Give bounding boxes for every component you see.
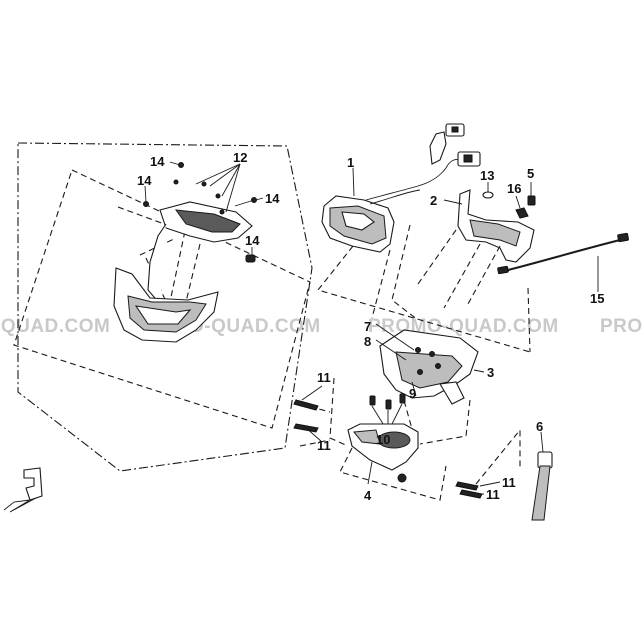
callout-3: 3 (487, 365, 494, 380)
callout-14-top: 14 (150, 154, 165, 169)
callout-4: 4 (364, 488, 372, 503)
callout-13: 13 (480, 168, 494, 183)
callout-11-right-lower: 11 (486, 487, 500, 502)
cover-bracket-part (443, 189, 535, 263)
callout-labels: 1 2 3 4 5 6 7 8 9 10 11 11 11 11 12 13 1… (137, 150, 604, 503)
watermark-segment: PROMO-QUAD.COM (368, 316, 559, 337)
callout-16: 16 (507, 181, 521, 196)
bolt-group-10 (369, 381, 417, 433)
callout-8: 8 (364, 334, 371, 349)
callout-1: 1 (347, 155, 354, 170)
watermark-segment: -QUAD.COM (0, 316, 110, 337)
small-hardware-right (482, 182, 536, 219)
front-direction-arrow-icon (3, 467, 43, 513)
callout-2: 2 (430, 193, 437, 208)
callout-14-right: 14 (265, 191, 280, 206)
support-bracket-part (375, 323, 485, 405)
callout-6: 6 (536, 419, 543, 434)
callout-7: 7 (364, 319, 371, 334)
callout-15: 15 (590, 291, 604, 306)
callout-11-top-left: 11 (317, 370, 331, 385)
callout-11-right-upper: 11 (502, 475, 516, 490)
front-cover-part (113, 201, 253, 343)
watermark: -QUAD.COM PROMO-QUAD.COM PROMO-QUAD.COM … (0, 316, 643, 337)
leader-lines-left (144, 161, 264, 255)
cable-tie-part (531, 431, 553, 521)
assembly-guides-right (299, 224, 531, 501)
callout-14-bottom: 14 (245, 233, 260, 248)
bolt-group-11 (293, 385, 501, 499)
callout-11-bottom-left: 11 (317, 438, 331, 453)
lower-bracket-part (347, 423, 419, 485)
callout-5: 5 (527, 166, 534, 181)
cable-part (497, 232, 629, 292)
callout-14-left: 14 (137, 173, 152, 188)
screw-group-left (143, 162, 257, 263)
callout-12: 12 (233, 150, 247, 165)
meter-display-part (321, 123, 481, 253)
callout-9: 9 (409, 386, 416, 401)
watermark-segment: PRO (600, 316, 643, 337)
callout-10: 10 (376, 432, 390, 447)
